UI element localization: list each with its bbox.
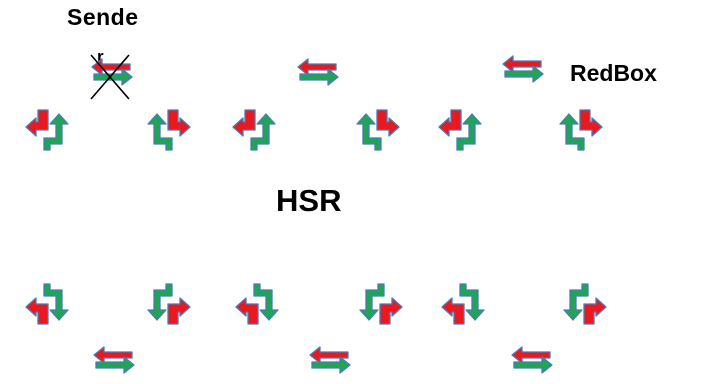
corner-arrow-down-right-icon <box>563 283 607 325</box>
bidirectional-arrows-icon <box>309 346 351 374</box>
corner-arrow-left-up-icon <box>25 109 69 151</box>
bidirectional-arrows-icon <box>511 346 553 374</box>
bidirectional-arrows-icon <box>502 55 544 83</box>
cross-icon <box>90 54 130 100</box>
corner-arrow-down-right-icon <box>359 283 403 325</box>
corner-arrow-up-right-icon <box>147 109 191 151</box>
hsr-label: HSR <box>276 183 342 218</box>
corner-arrow-left-up-icon <box>438 109 482 151</box>
corner-arrow-up-right-icon <box>559 109 603 151</box>
corner-arrow-down-right-icon <box>147 283 191 325</box>
corner-arrow-left-down-icon <box>235 283 279 325</box>
sender-label-continued: r <box>97 47 104 66</box>
bidirectional-arrows-icon <box>93 346 135 374</box>
corner-arrow-left-down-icon <box>25 283 69 325</box>
corner-arrow-left-up-icon <box>232 109 276 151</box>
bidirectional-arrows-icon <box>297 58 339 86</box>
redbox-label: RedBox <box>570 60 657 86</box>
sender-label: Sende <box>67 4 139 30</box>
corner-arrow-up-right-icon <box>356 109 400 151</box>
corner-arrow-left-down-icon <box>441 283 485 325</box>
